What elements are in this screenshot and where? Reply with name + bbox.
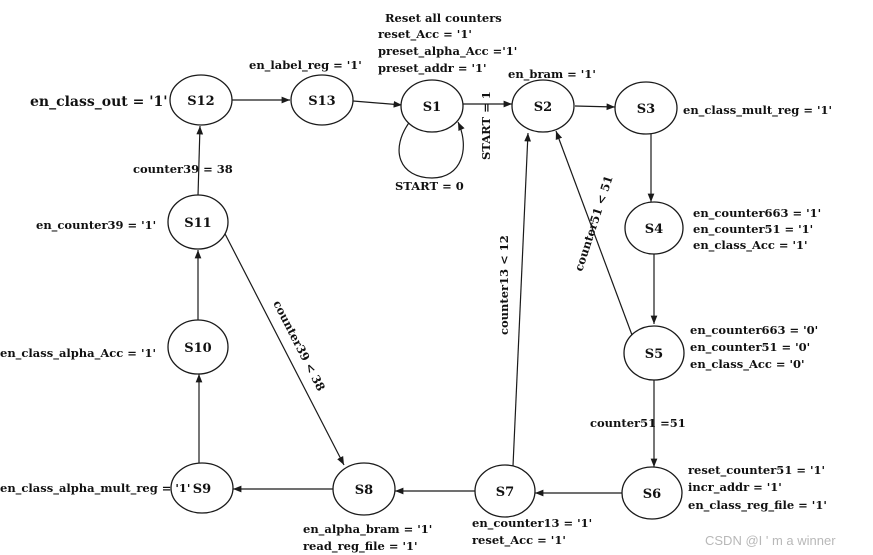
- s8-en-alpha-bram-label: en_alpha_bram = '1': [303, 522, 432, 537]
- s6-incr-addr-label: incr_addr = '1': [688, 480, 782, 495]
- s6-en-class-reg-file-label: en_class_reg_file = '1': [688, 498, 827, 513]
- counter51-eq-label: counter51 =51: [590, 416, 686, 430]
- state-s13-label: S13: [308, 94, 335, 109]
- s4-en-class-acc-label: en_class_Acc = '1': [693, 238, 808, 253]
- s5-en-counter663-label: en_counter663 = '0': [690, 323, 818, 338]
- state-s4: S4: [624, 201, 684, 255]
- s6-reset-counter51-label: reset_counter51 = '1': [688, 463, 825, 478]
- state-s5: S5: [623, 325, 685, 381]
- state-s1-label: S1: [423, 100, 441, 115]
- state-s7: S7: [474, 464, 536, 518]
- state-s3-label: S3: [637, 102, 655, 117]
- en-label-reg-label: en_label_reg = '1': [249, 58, 362, 73]
- edge-s13-s1: [352, 100, 403, 108]
- state-s6-label: S6: [643, 487, 661, 502]
- reset-acc-label: reset_Acc = '1': [378, 27, 472, 42]
- state-s5-label: S5: [645, 347, 663, 362]
- state-s2: S2: [511, 79, 575, 133]
- state-s3: S3: [614, 81, 678, 135]
- reset-title-label: Reset all counters: [385, 11, 502, 25]
- edge-s11-s12: [196, 125, 204, 197]
- s5-en-counter51-label: en_counter51 = '0': [690, 340, 810, 355]
- state-s13: S13: [290, 74, 354, 126]
- state-s8: S8: [332, 462, 396, 516]
- s4-en-counter663-label: en_counter663 = '1': [693, 206, 821, 221]
- state-s10: S10: [167, 319, 229, 375]
- state-s9: S9: [170, 462, 234, 514]
- state-s4-label: S4: [645, 222, 663, 237]
- state-s9-label: S9: [193, 482, 211, 497]
- edge-s2-s3: [574, 103, 616, 111]
- state-s10-label: S10: [184, 341, 211, 356]
- en-class-alpha-acc-label: en_class_alpha_Acc = '1': [0, 346, 156, 361]
- state-s12: S12: [169, 74, 233, 126]
- counter13-lt-label: counter13 < 12: [497, 235, 511, 335]
- s4-en-counter51-label: en_counter51 = '1': [693, 222, 813, 237]
- preset-alpha-label: preset_alpha_Acc ='1': [378, 44, 517, 59]
- en-bram-label: en_bram = '1': [508, 67, 596, 82]
- state-s8-label: S8: [355, 483, 373, 498]
- s7-en-counter13-label: en_counter13 = '1': [472, 516, 592, 531]
- en-class-out-label: en_class_out = '1': [30, 94, 168, 110]
- en-counter39-label: en_counter39 = '1': [36, 218, 156, 233]
- s7-reset-acc-label: reset_Acc = '1': [472, 533, 566, 548]
- en-class-alpha-mult-reg-label: en_class_alpha_mult_reg = '1': [0, 481, 190, 496]
- state-s6: S6: [621, 466, 683, 520]
- edge-s11-s8: [221, 227, 345, 466]
- state-s1: S1: [400, 79, 464, 133]
- edge-s1-self-loop: [398, 119, 465, 179]
- start-one-label: START = 1: [479, 91, 493, 160]
- state-s12-label: S12: [187, 94, 214, 109]
- edge-s7-s2: [512, 132, 531, 467]
- s5-en-class-acc-label: en_class_Acc = '0': [690, 357, 805, 372]
- s8-read-reg-file-label: read_reg_file = '1': [303, 539, 418, 554]
- state-s11: S11: [167, 194, 229, 250]
- start-zero-label: START = 0: [395, 179, 464, 193]
- preset-addr-label: preset_addr = '1': [378, 61, 487, 76]
- csdn-watermark: CSDN @I ' m a winner: [705, 533, 836, 548]
- edge-s5-s2: [555, 130, 633, 336]
- en-class-mult-reg-label: en_class_mult_reg = '1': [683, 103, 832, 118]
- counter39-eq-label: counter39 = 38: [133, 162, 233, 176]
- state-s2-label: S2: [534, 100, 552, 115]
- counter51-lt-label: counter51 < 51: [572, 174, 616, 273]
- state-s7-label: S7: [496, 485, 514, 500]
- state-s11-label: S11: [184, 216, 211, 231]
